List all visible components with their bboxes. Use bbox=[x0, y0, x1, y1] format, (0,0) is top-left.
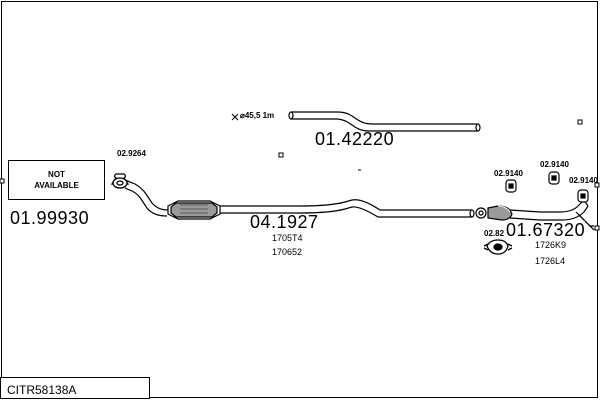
edge-marker-right-top bbox=[594, 182, 600, 188]
not-available-line1: NOT bbox=[48, 170, 65, 179]
catalytic-converter bbox=[167, 200, 221, 220]
tube-part-number: 01.42220 bbox=[315, 129, 395, 149]
rear-oe-1: 1726K9 bbox=[535, 240, 567, 250]
rear-hanger-3 bbox=[577, 189, 589, 203]
reference-code: CITR58138A bbox=[7, 383, 77, 397]
rear-clamp bbox=[483, 239, 513, 255]
rear-clamp-number: 02.82 bbox=[484, 229, 505, 238]
rear-hanger-3-number: 02.9140 bbox=[569, 176, 598, 185]
edge-marker-right-bottom bbox=[594, 225, 600, 231]
front-clamp-number: 02.9264 bbox=[117, 149, 146, 158]
tube-diameter-label: ⌀45,5 1m bbox=[240, 111, 275, 120]
not-available-box: NOT AVAILABLE bbox=[8, 160, 105, 200]
middle-part-number: 04.1927 bbox=[250, 212, 319, 232]
rear-joint-clamp bbox=[475, 207, 487, 219]
front-pipe bbox=[124, 179, 169, 217]
reference-box: CITR58138A bbox=[0, 377, 150, 399]
rear-hanger-2-number: 02.9140 bbox=[540, 160, 569, 169]
rear-hanger-1 bbox=[505, 179, 517, 193]
edge-marker-left bbox=[0, 178, 5, 184]
tube-01-42220 bbox=[288, 111, 481, 132]
rear-part-number: 01.67320 bbox=[506, 220, 586, 240]
middle-pipe bbox=[220, 199, 475, 218]
front-part-number: 01.99930 bbox=[10, 208, 90, 228]
marker-square-2 bbox=[577, 119, 583, 125]
front-clamp bbox=[110, 173, 130, 189]
rear-hanger-2 bbox=[548, 171, 560, 185]
rear-oe-2: 1726L4 bbox=[535, 256, 566, 266]
middle-oe-1: 1705T4 bbox=[272, 233, 303, 243]
rear-hanger-1-number: 02.9140 bbox=[494, 169, 523, 178]
marker-square-1 bbox=[278, 152, 284, 158]
not-available-line2: AVAILABLE bbox=[34, 181, 79, 190]
diameter-arrow bbox=[231, 113, 239, 121]
middle-oe-2: 170652 bbox=[272, 247, 303, 257]
